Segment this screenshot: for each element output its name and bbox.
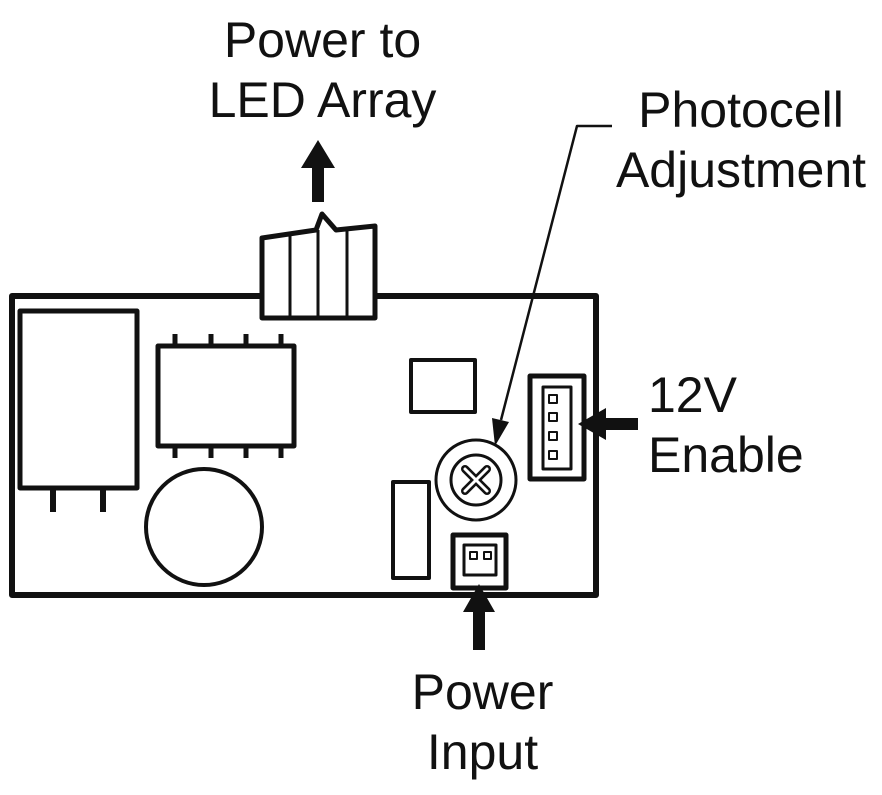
enable-connector [527, 373, 587, 482]
power-input-label: Power Input [400, 662, 565, 782]
up-arrow-icon [301, 140, 335, 202]
power-to-led-label: Power to LED Array [190, 10, 455, 130]
enable-label: 12V Enable [648, 365, 848, 485]
vertical-component [391, 480, 431, 580]
photocell-line1: Photocell [638, 82, 844, 138]
photocell-leader [492, 124, 612, 446]
power-to-led-line2: LED Array [208, 72, 437, 128]
photocell-potentiometer [434, 438, 518, 522]
small-square-component [409, 358, 477, 414]
photocell-line2: Adjustment [615, 142, 867, 198]
left-arrow-icon [578, 408, 638, 440]
left-component [17, 308, 140, 512]
power-to-led-line1: Power to [223, 12, 422, 68]
ic-chip [155, 334, 297, 458]
led-output-connector [259, 211, 378, 321]
capacitor [144, 467, 264, 587]
photocell-label: Photocell Adjustment [606, 80, 876, 200]
power-input-line2: Input [426, 724, 539, 780]
power-input-line1: Power [411, 664, 554, 720]
power-input-arrow-icon [463, 584, 495, 650]
board-outline [9, 293, 599, 598]
enable-line2: Enable [648, 427, 804, 483]
enable-line1: 12V [648, 367, 737, 423]
power-input-connector [450, 532, 509, 591]
